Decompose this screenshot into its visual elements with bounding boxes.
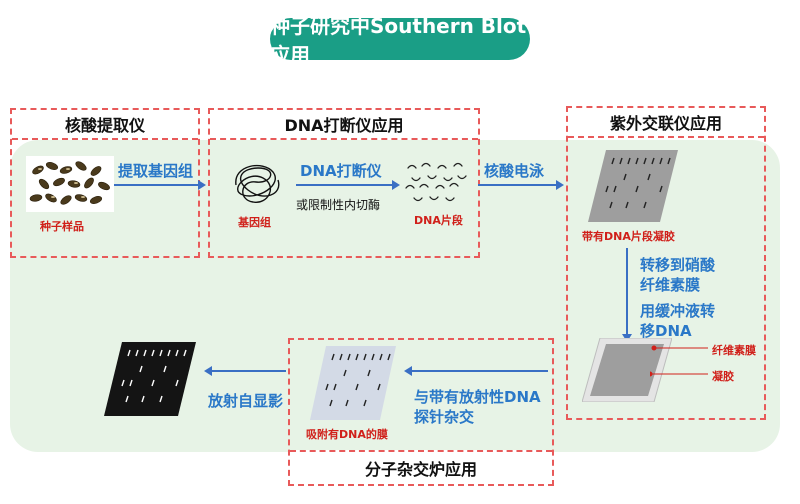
step-transfer-line2: 纤维素膜 <box>640 276 701 294</box>
step-electrophoresis: 核酸电泳 <box>484 162 545 180</box>
step-dna-shear: DNA打断仪 <box>300 162 382 180</box>
step-probe-line1: 与带有放射性DNA <box>414 388 541 406</box>
genome-tangle-image <box>235 164 280 203</box>
genome-label: 基因组 <box>238 216 271 229</box>
seed-sample-label: 种子样品 <box>40 220 84 233</box>
arrow-right-icon <box>478 180 564 190</box>
step-extract-genome: 提取基因组 <box>118 162 194 180</box>
step-probe-line2: 探针杂交 <box>414 408 475 426</box>
page-title: 种子研究中Southern Blot应用 <box>270 14 530 67</box>
crosslinker-box-title: 紫外交联仪应用 <box>568 108 764 138</box>
gel-with-fragments-image <box>588 150 678 222</box>
dna-fragments-image <box>405 162 467 202</box>
hybridization-box: 分子杂交炉应用 <box>288 338 554 486</box>
arrow-right-icon <box>296 180 400 190</box>
autoradiography-film-image <box>104 342 196 416</box>
dna-fragment-label: DNA片段 <box>414 214 463 227</box>
fragmentation-box-title: DNA打断仪应用 <box>210 110 478 140</box>
fragmentation-box: DNA打断仪应用 <box>208 108 480 258</box>
gel-label: 凝胶 <box>712 370 734 383</box>
arrow-right-icon <box>114 180 206 190</box>
extraction-box-title: 核酸提取仪 <box>12 110 198 140</box>
step-or-restriction: 或限制性内切酶 <box>296 198 381 212</box>
arrow-left-icon <box>204 366 286 376</box>
step-buffer-line2: 移DNA <box>640 322 692 340</box>
pointer-line <box>650 345 708 377</box>
hybridization-box-title: 分子杂交炉应用 <box>290 450 552 484</box>
arrow-down-icon <box>622 248 632 342</box>
gel-with-fragments-label: 带有DNA片段凝胶 <box>582 230 675 243</box>
nitrocellulose-label: 纤维素膜 <box>712 344 756 357</box>
step-buffer-line1: 用缓冲液转 <box>640 302 716 320</box>
membrane-gel-stack-image <box>582 338 672 402</box>
membrane-with-dna-image <box>310 346 396 420</box>
crosslinker-box: 紫外交联仪应用 <box>566 106 766 420</box>
extraction-box: 核酸提取仪 <box>10 108 200 258</box>
arrow-left-icon <box>404 366 548 376</box>
step-transfer-line1: 转移到硝酸 <box>640 256 716 274</box>
membrane-with-dna-label: 吸附有DNA的膜 <box>306 428 388 441</box>
step-autoradiography: 放射自显影 <box>208 392 284 410</box>
seed-sample-image <box>26 156 114 212</box>
